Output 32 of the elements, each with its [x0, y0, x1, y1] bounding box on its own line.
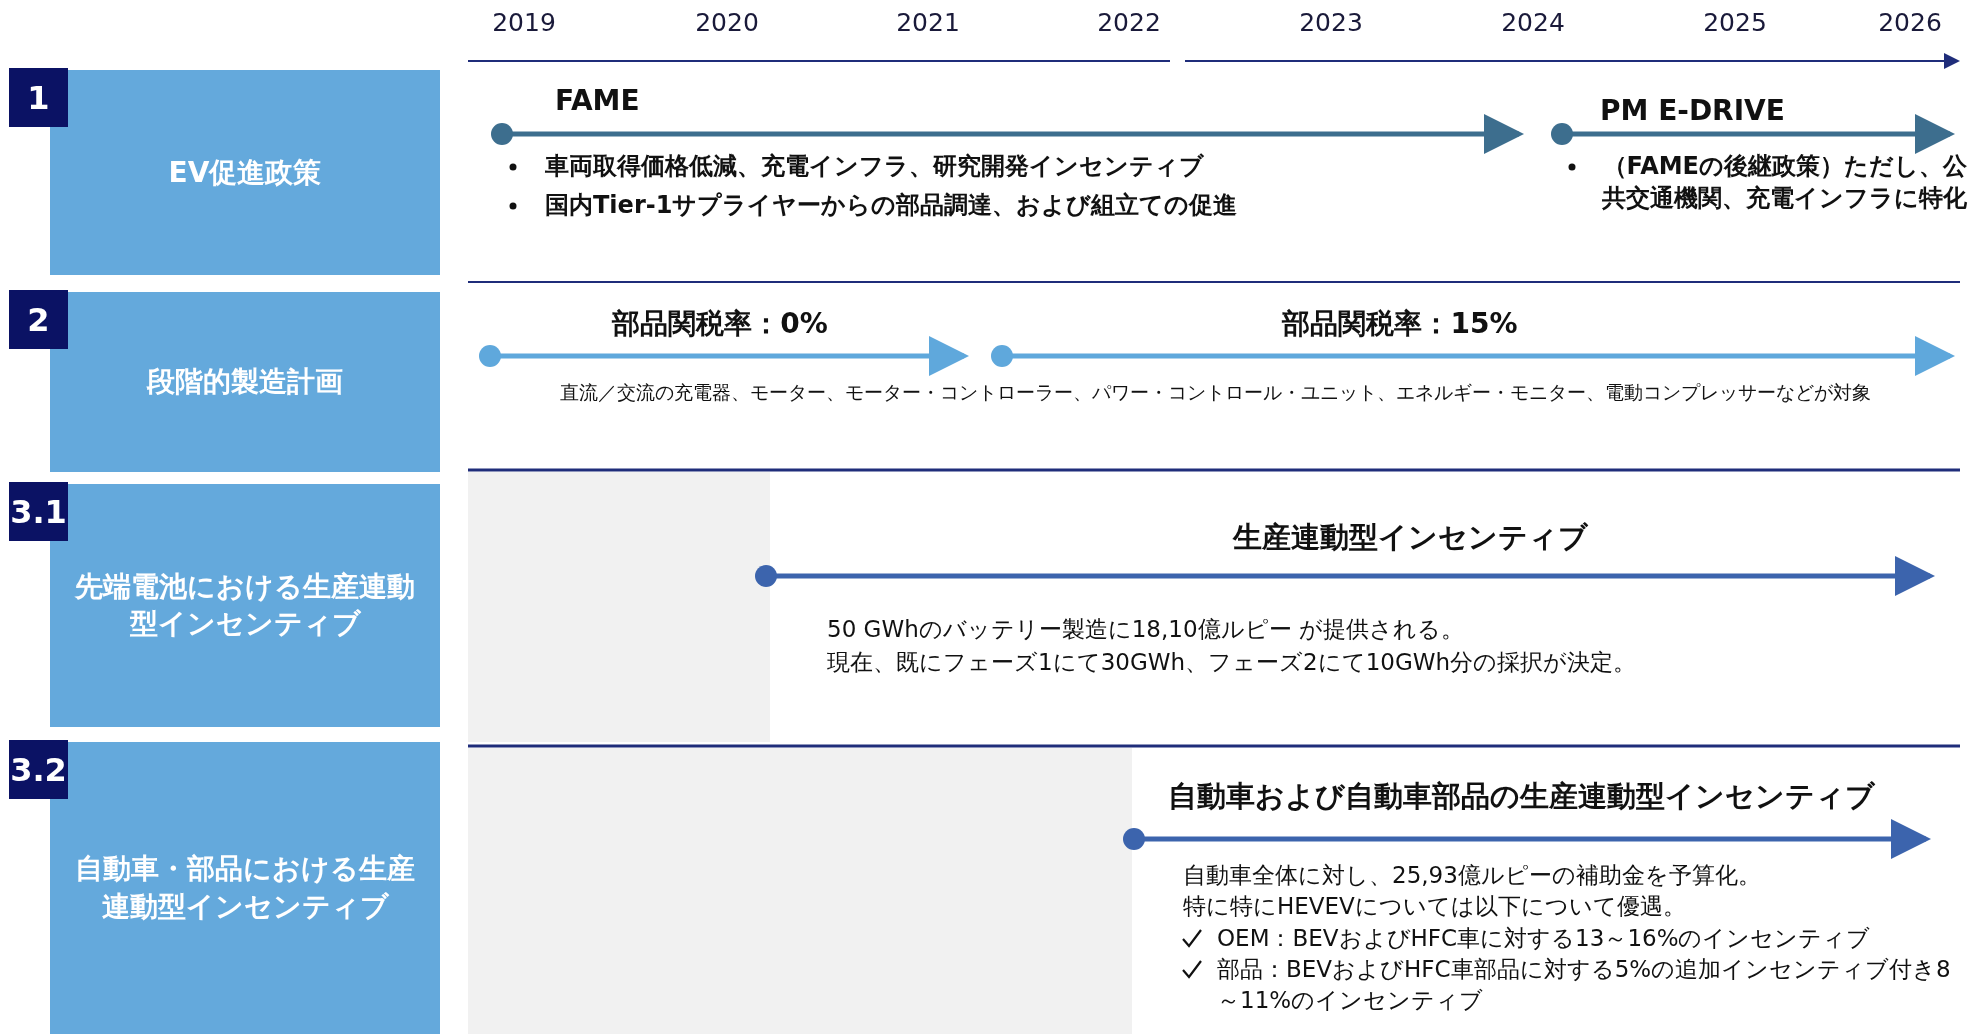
description-text: 特に特にHEVEVについては以下について優遇。: [1183, 892, 1687, 921]
year-label: 2021: [895, 7, 961, 39]
year-label: 2020: [694, 7, 760, 39]
description-text: 直流／交流の充電器、モーター、モーター・コントローラー、パワー・コントロール・ユニット、エネルギー・モニター、電動コンプレッサーなどが対象: [558, 380, 1872, 405]
row-title: 自動車・部品における生産連動型インセンティブ: [74, 851, 416, 925]
row-number: 3.1: [9, 482, 68, 541]
description-text: 自動車全体に対し、25,93億ルピーの補助金を予算化。: [1183, 861, 1762, 890]
row-title: 先端電池における生産連動型インセンティブ: [74, 568, 416, 643]
bullet-text: 国内Tier-1サプライヤーからの部品調達、および組立ての促進: [545, 190, 1239, 221]
tariff-title: 部品関税率：15%: [1280, 306, 1519, 342]
check-item-text: OEM：BEVおよびHFC車に対する13～16%のインセンティブ: [1217, 924, 1872, 953]
tariff-title: 部品関税率：0%: [610, 306, 829, 342]
year-label: 2024: [1500, 7, 1566, 39]
row-number: 3.2: [9, 740, 68, 799]
year-label: 2019: [491, 7, 557, 39]
row-title: EV促進政策: [167, 154, 323, 191]
bullet-text: （FAMEの後継政策）ただし、公共交通機関、充電インフラに特化: [1601, 151, 1967, 215]
row-title: 段階的製造計画: [145, 364, 344, 401]
year-label: 2025: [1702, 7, 1768, 39]
row-number: 2: [9, 290, 68, 349]
program-title: 自動車および自動車部品の生産連動型インセンティブ: [1168, 778, 1876, 815]
program-title: 生産連動型インセンティブ: [1231, 519, 1589, 556]
year-label: 2022: [1096, 7, 1162, 39]
year-label: 2026: [1877, 7, 1943, 39]
program-title: PM E-DRIVE: [1600, 93, 1786, 129]
description-text: 現在、既にフェーズ1にて30GWh、フェーズ2にて10GWh分の採択が決定。: [827, 648, 1638, 677]
program-title: FAME: [555, 83, 641, 119]
bullet-text: 車両取得価格低減、充電インフラ、研究開発インセンティブ: [545, 151, 1205, 182]
row-number: 1: [9, 68, 68, 127]
year-label: 2023: [1298, 7, 1364, 39]
description-text: 50 GWhのバッテリー製造に18,10億ルピー が提供される。: [827, 615, 1465, 644]
check-item-text: 部品：BEVおよびHFC車部品に対する5%の追加インセンティブ付き8～11%のインセンティブ: [1217, 955, 1952, 1016]
